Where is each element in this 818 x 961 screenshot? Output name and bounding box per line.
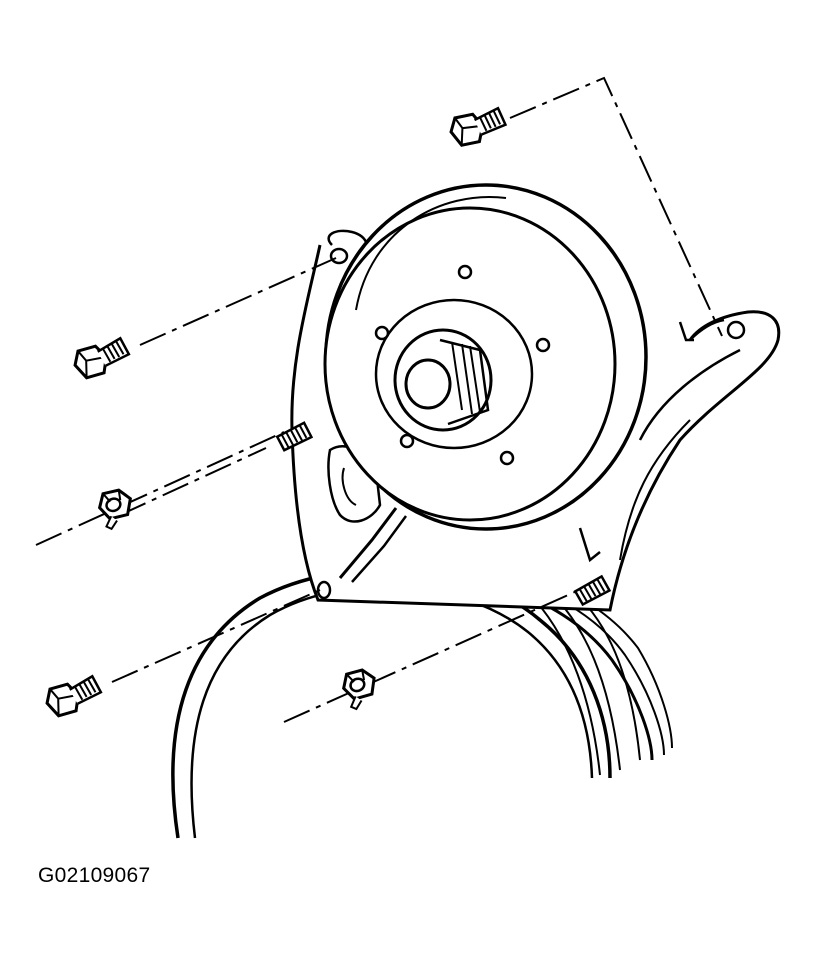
upper-nut	[93, 483, 140, 532]
alignment-lines	[35, 76, 723, 723]
pump-pulley	[323, 183, 648, 531]
figure-code: G02109067	[38, 864, 151, 887]
lower-left-bolt	[41, 670, 106, 722]
upper-left-flange-bolt	[69, 332, 134, 384]
upper-bracket-bolt	[445, 102, 510, 151]
lower-nut	[337, 663, 384, 713]
